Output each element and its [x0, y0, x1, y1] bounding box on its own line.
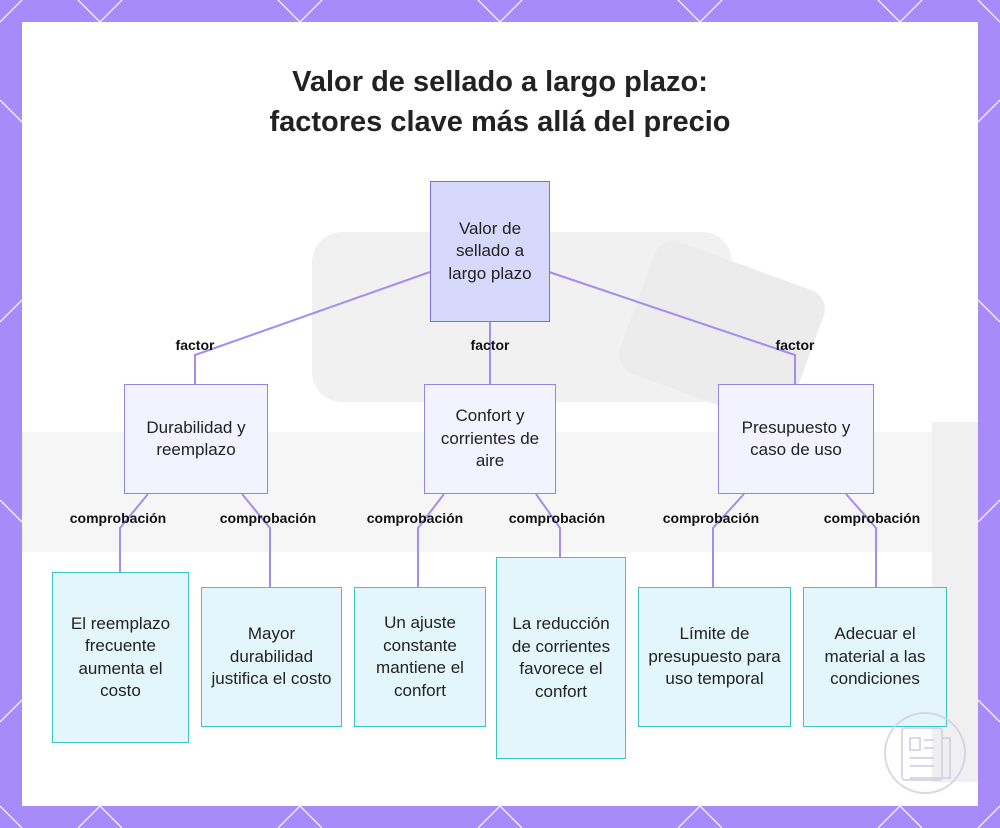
factor-node-budget: Presupuesto y caso de uso [718, 384, 874, 494]
connector-root-factor-3 [548, 271, 796, 385]
page-title: Valor de sellado a largo plazo: factores… [0, 62, 1000, 142]
check-node: Un ajuste constante mantiene el confort [354, 587, 486, 727]
check-node: Adecuar el material a las condiciones [803, 587, 947, 727]
check-node: El reemplazo frecuente aumenta el costo [52, 572, 189, 743]
connector-factor1-check1 [119, 493, 149, 572]
connector-factor3-check1 [712, 493, 745, 587]
connector-factor1-check2 [241, 493, 271, 587]
edge-label-check: comprobación [219, 510, 317, 526]
edge-label-factor: factor [175, 337, 215, 353]
root-node-label: Valor de sellado a largo plazo [448, 218, 532, 283]
edge-label-factor: factor [775, 337, 815, 353]
check-node-label: Límite de presupuesto para uso temporal [648, 624, 781, 689]
connector-factor3-check2 [845, 493, 877, 587]
root-node: Valor de sellado a largo plazo [430, 181, 550, 322]
title-line-1: Valor de sellado a largo plazo: [292, 66, 708, 98]
factor-node-label: Confort y corrientes de aire [440, 406, 540, 471]
check-node: La reducción de corrientes favorece el c… [496, 557, 626, 759]
document-stamp-icon [884, 712, 966, 794]
connector-root-factor-1 [194, 271, 431, 385]
title-line-2: factores clave más allá del precio [269, 106, 731, 138]
edge-label-check: comprobación [823, 510, 921, 526]
check-node-label: La reducción de corrientes favorece el c… [511, 614, 611, 701]
check-node-label: Mayor durabilidad justifica el costo [211, 624, 332, 689]
connector-factor2-check1 [417, 493, 445, 587]
edge-label-check: comprobación [366, 510, 464, 526]
edge-label-check: comprobación [662, 510, 760, 526]
connector-factor2-check2 [535, 493, 561, 557]
factor-node-comfort: Confort y corrientes de aire [424, 384, 556, 494]
edge-label-factor: factor [470, 337, 510, 353]
factor-node-label: Presupuesto y caso de uso [741, 417, 851, 460]
edge-label-check: comprobación [508, 510, 606, 526]
check-node-label: Un ajuste constante mantiene el confort [376, 613, 464, 700]
check-node-label: El reemplazo frecuente aumenta el costo [70, 613, 171, 701]
check-node-label: Adecuar el material a las condiciones [824, 624, 926, 689]
factor-node-durability: Durabilidad y reemplazo [124, 384, 268, 494]
edge-label-check: comprobación [69, 510, 167, 526]
factor-node-label: Durabilidad y reemplazo [146, 417, 246, 460]
check-node: Límite de presupuesto para uso temporal [638, 587, 791, 727]
check-node: Mayor durabilidad justifica el costo [201, 587, 342, 727]
